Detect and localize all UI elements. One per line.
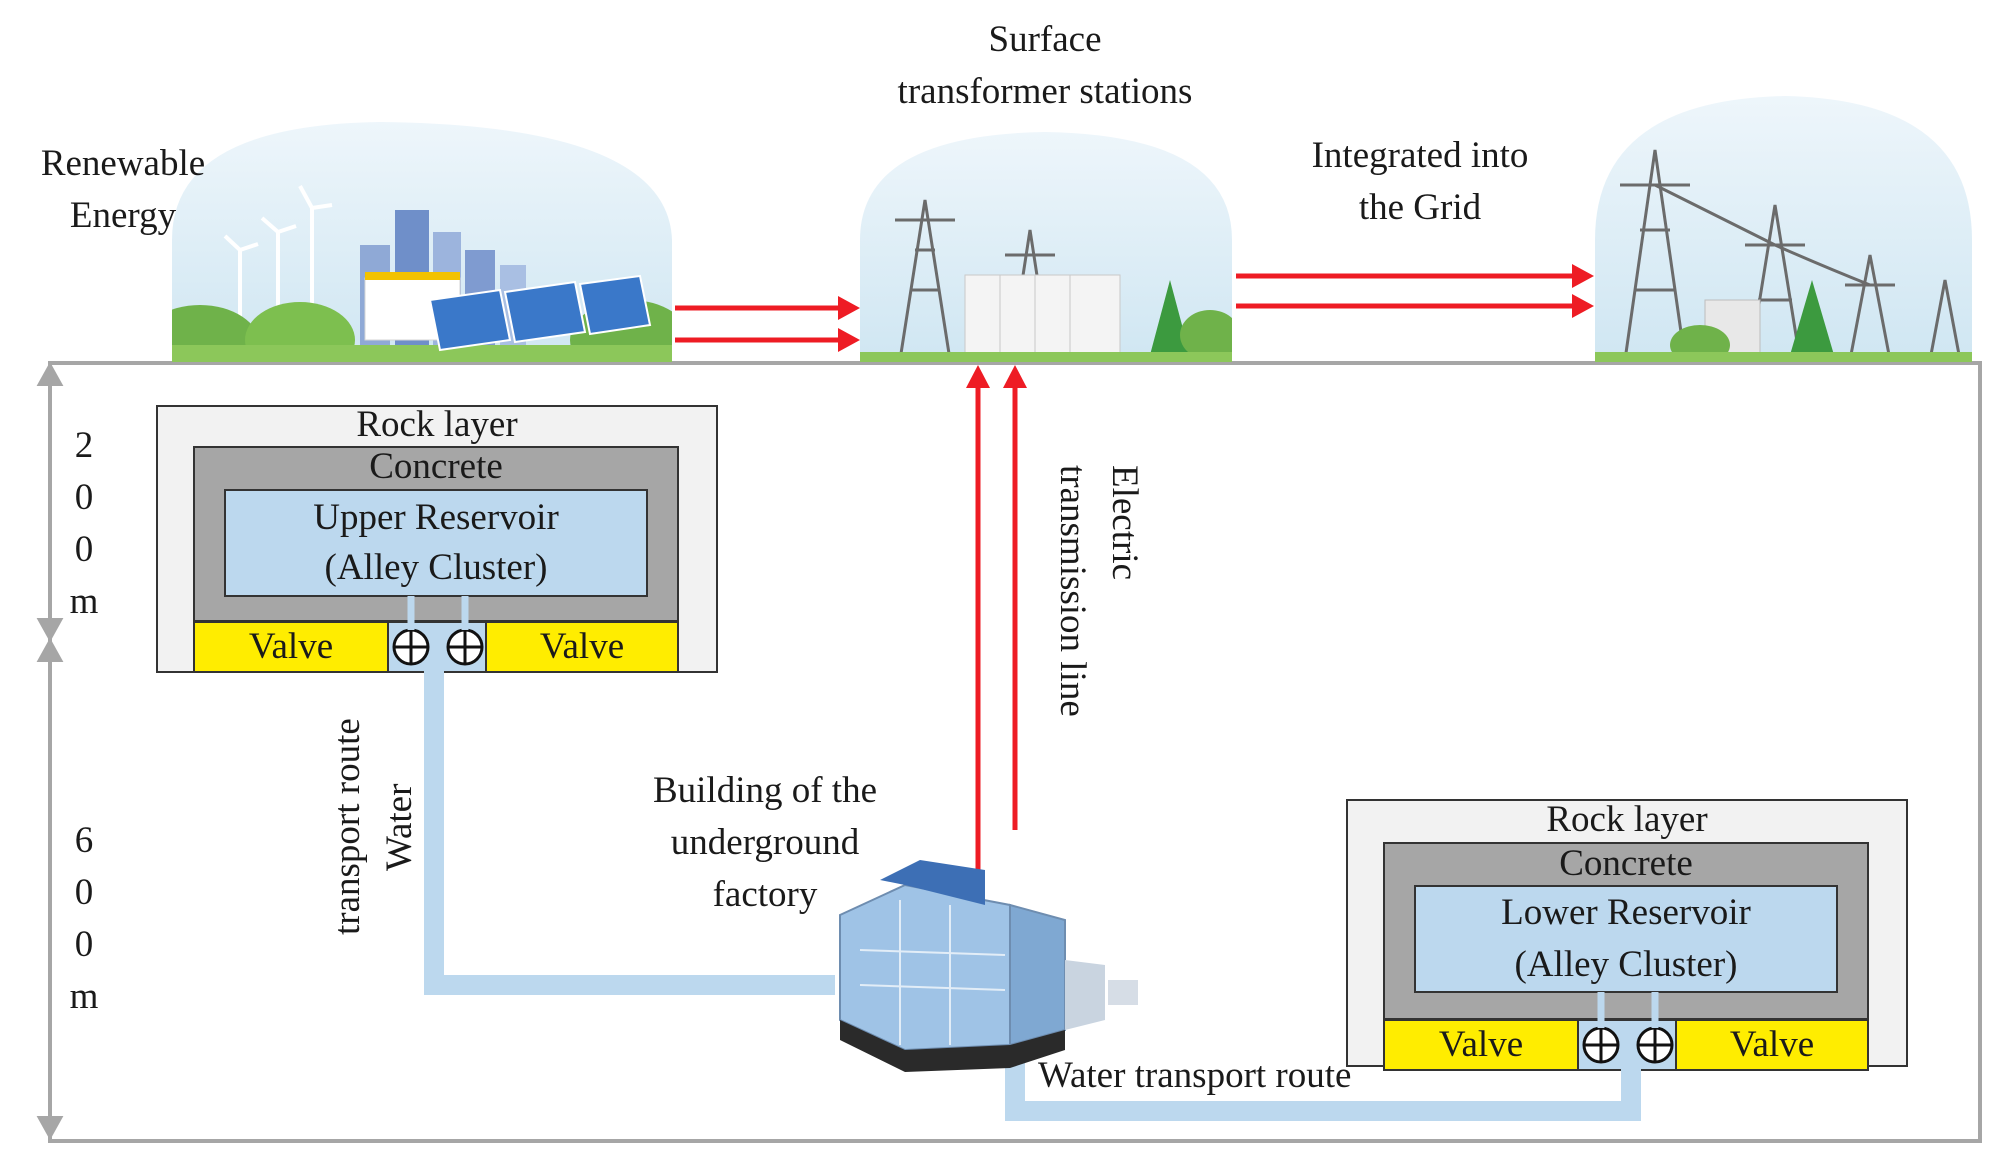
grid-illustration	[1595, 96, 1972, 362]
electric-transmission-label: Electric transmission line	[1035, 465, 1150, 795]
depth-label-200m: 2 0 0 m	[64, 420, 104, 628]
depth-char: 0	[74, 529, 94, 570]
grid-line1: Integrated into	[1311, 135, 1529, 176]
renewable-energy-label: Renewable Energy	[18, 138, 228, 242]
depth-char: 6	[74, 820, 94, 861]
transformer-stations-line2: transformer stations	[897, 71, 1193, 112]
depth-scale-upper	[36, 361, 64, 643]
upper-reservoir-name: Upper Reservoir (Alley Cluster)	[225, 493, 647, 593]
upper-water-route-line2: transport route	[327, 718, 368, 936]
grid-line2: the Grid	[1358, 187, 1482, 228]
renewable-energy-illustration	[172, 122, 672, 362]
lower-reservoir-line2: (Alley Cluster)	[1514, 944, 1738, 985]
renewable-energy-line1: Renewable	[40, 143, 206, 184]
upper-valve-right: Valve	[539, 626, 625, 667]
depth-char: 0	[74, 872, 94, 913]
depth-char: m	[69, 976, 99, 1017]
factory-line2: underground	[670, 822, 860, 863]
grid-label: Integrated into the Grid	[1270, 130, 1570, 234]
upper-reservoir-line1: Upper Reservoir	[313, 497, 559, 538]
lower-valve-left: Valve	[1438, 1024, 1524, 1065]
upper-reservoir-line2: (Alley Cluster)	[324, 547, 548, 588]
electric-transmission-line	[975, 385, 1018, 875]
lower-valve-right: Valve	[1729, 1024, 1815, 1065]
transformer-stations-line1: Surface	[988, 19, 1102, 60]
transformer-station-illustration	[860, 132, 1232, 362]
renewable-energy-line2: Energy	[69, 195, 177, 236]
factory-illustration	[839, 860, 1138, 1072]
upper-water-pipe	[424, 664, 835, 995]
lower-water-pipe	[1005, 1040, 1641, 1121]
upper-concrete-label: Concrete	[369, 446, 503, 487]
depth-char: 2	[74, 425, 94, 466]
factory-label: Building of the underground factory	[615, 765, 915, 921]
depth-char: 0	[74, 477, 94, 518]
depth-char: 0	[74, 924, 94, 965]
electric-line2: transmission line	[1052, 465, 1093, 717]
upper-water-route-line1: Water	[379, 783, 420, 871]
lower-reservoir-name: Lower Reservoir (Alley Cluster)	[1415, 887, 1837, 991]
lower-reservoir-block	[1346, 799, 1908, 1071]
lower-concrete-label: Concrete	[1559, 843, 1693, 884]
electric-line1: Electric	[1104, 465, 1145, 581]
upper-rock-layer-label: Rock layer	[356, 404, 518, 445]
depth-scale-lower	[36, 637, 64, 1141]
transformer-stations-label: Surface transformer stations	[860, 14, 1230, 118]
lower-water-route-label: Water transport route	[1038, 1055, 1352, 1096]
depth-label-600m: 6 0 0 m	[64, 815, 104, 1023]
factory-line1: Building of the	[652, 770, 878, 811]
lower-reservoir-line1: Lower Reservoir	[1501, 892, 1751, 933]
lower-rock-layer-label: Rock layer	[1546, 799, 1708, 840]
factory-line3: factory	[712, 874, 818, 915]
surface-power-arrows	[675, 271, 1589, 345]
upper-valve-left: Valve	[248, 626, 334, 667]
upper-water-route-label: transport route Water	[322, 697, 432, 957]
depth-char: m	[69, 581, 99, 622]
